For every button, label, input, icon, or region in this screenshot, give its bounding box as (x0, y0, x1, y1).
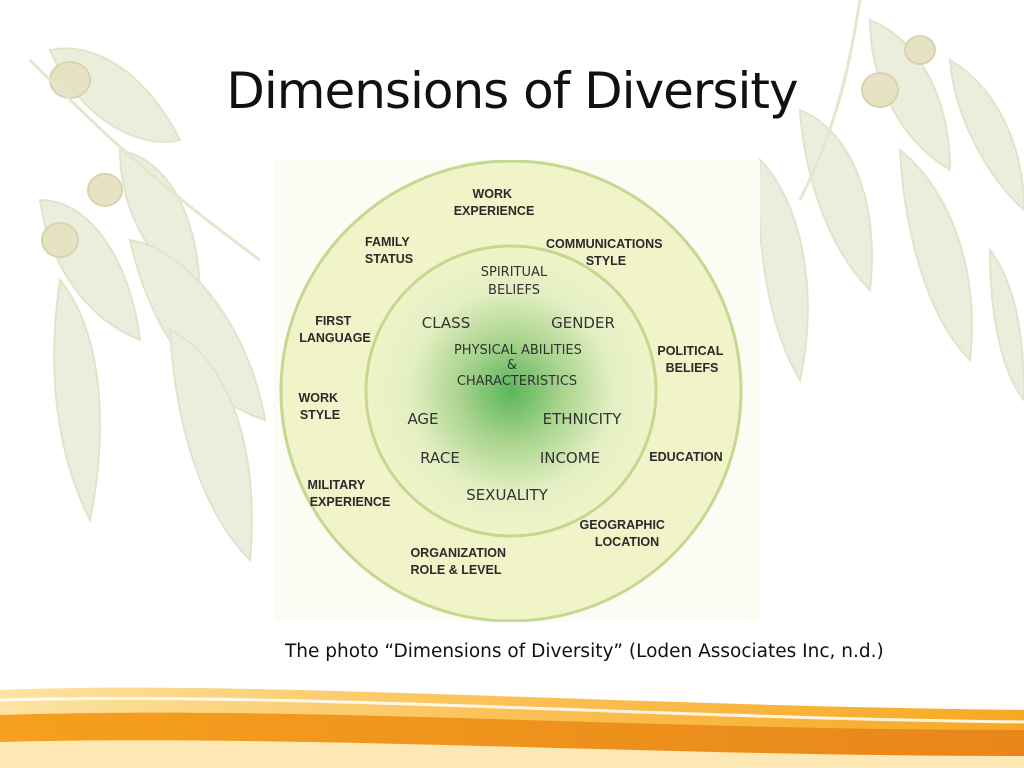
label-communications-style: COMMUNICATIONS STYLE (546, 237, 666, 268)
image-caption: The photo “Dimensions of Diversity” (Lod… (285, 641, 884, 662)
swoosh-highlight (0, 696, 1024, 724)
label-class: CLASS (422, 314, 470, 332)
label-ethnicity: ETHNICITY (543, 410, 623, 428)
label-income: INCOME (540, 449, 600, 467)
label-political-beliefs: POLITICAL BELIEFS (657, 344, 726, 375)
label-first-language: FIRST LANGUAGE (299, 314, 371, 345)
label-work-experience: WORK EXPERIENCE (454, 187, 535, 218)
label-sexuality: SEXUALITY (466, 486, 548, 504)
label-spiritual-beliefs: SPIRITUAL BELIEFS (481, 265, 552, 298)
label-family-status: FAMILY STATUS (365, 235, 413, 266)
label-work-style: WORK STYLE (298, 391, 341, 422)
slide-title: Dimensions of Diversity (226, 62, 798, 120)
label-physical-abilities: PHYSICAL ABILITIES & CHARACTERISTICS (454, 343, 586, 389)
footer-swoosh (0, 687, 1024, 768)
diversity-diagram: WORK EXPERIENCE FAMILY STATUS COMMUNICAT… (274, 160, 760, 622)
label-military-experience: MILITARY EXPERIENCE (308, 478, 391, 509)
label-education: EDUCATION (649, 450, 722, 464)
label-race: RACE (420, 449, 460, 467)
label-age: AGE (407, 410, 438, 428)
label-organization-role: ORGANIZATION ROLE & LEVEL (410, 546, 509, 577)
label-gender: GENDER (551, 314, 615, 332)
swoosh-bottom (0, 740, 1024, 768)
inner-circle (364, 244, 658, 538)
label-geographic-location: GEOGRAPHIC LOCATION (580, 518, 669, 549)
